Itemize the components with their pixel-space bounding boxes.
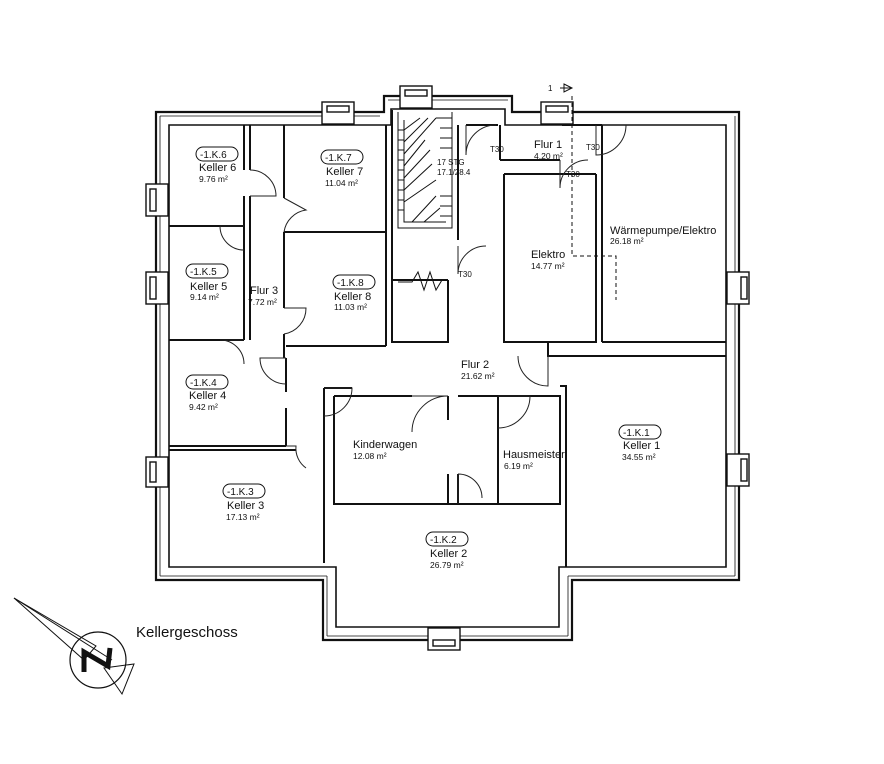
name-waermepumpe: Wärmepumpe/Elektro (610, 225, 716, 237)
door-rating-1: T30 (490, 145, 504, 154)
door-rating-4: T30 (458, 270, 472, 279)
name-flur2: Flur 2 (461, 359, 489, 371)
name-keller6: Keller 6 (199, 162, 236, 174)
name-keller3: Keller 3 (227, 500, 264, 512)
area-keller4: 9.42 m² (189, 402, 218, 412)
name-flur3: Flur 3 (250, 285, 278, 297)
section-lines (571, 96, 617, 300)
area-waermepumpe: 26.18 m² (610, 236, 644, 246)
area-keller6: 9.76 m² (199, 174, 228, 184)
tag-keller2: -1.K.2 (430, 535, 457, 546)
name-elektro: Elektro (531, 249, 565, 261)
tag-keller7: -1.K.7 (325, 153, 352, 164)
area-flur2: 21.62 m² (461, 371, 495, 381)
north-arrow-icon (13, 597, 135, 696)
tag-keller3: -1.K.3 (227, 487, 254, 498)
tag-keller6: -1.K.6 (200, 150, 227, 161)
tag-keller1: -1.K.1 (623, 428, 650, 439)
name-flur1: Flur 1 (534, 139, 562, 151)
room-tags (185, 146, 662, 547)
doors (219, 124, 627, 504)
light-wells (145, 85, 750, 651)
name-keller1: Keller 1 (623, 440, 660, 452)
tag-keller8: -1.K.8 (337, 278, 364, 289)
area-keller3: 17.13 m² (226, 512, 260, 522)
area-kinderwagen: 12.08 m² (353, 451, 387, 461)
area-keller8: 11.03 m² (334, 302, 367, 312)
name-hausmeister: Hausmeister (503, 449, 565, 461)
door-rating-2: T30 (586, 143, 600, 152)
stair-label: 17 STG (437, 158, 465, 167)
area-flur3: 7.72 m² (248, 297, 277, 307)
area-keller7: 11.04 m² (325, 178, 358, 188)
name-keller7: Keller 7 (326, 166, 363, 178)
name-keller8: Keller 8 (334, 291, 371, 303)
area-keller1: 34.55 m² (622, 452, 656, 462)
name-kinderwagen: Kinderwagen (353, 439, 417, 451)
room-labels: -1.K.6 Keller 6 9.76 m² -1.K.7 Keller 7 … (189, 139, 716, 570)
tag-keller4: -1.K.4 (190, 378, 217, 389)
tag-keller5: -1.K.5 (190, 267, 217, 278)
area-hausmeister: 6.19 m² (504, 461, 533, 471)
name-keller4: Keller 4 (189, 390, 226, 402)
staircase (397, 112, 453, 292)
area-keller5: 9.14 m² (190, 292, 219, 302)
stair-ratio: 17.1/28.4 (437, 168, 471, 177)
plan-title: Kellergeschoss (136, 624, 238, 641)
section-marker-label: 1 (548, 84, 553, 93)
door-rating-3: T30 (566, 170, 580, 179)
area-flur1: 4.20 m² (534, 151, 563, 161)
area-elektro: 14.77 m² (531, 261, 565, 271)
area-keller2: 26.79 m² (430, 560, 464, 570)
section-marker: 1 (548, 83, 574, 93)
name-keller5: Keller 5 (190, 281, 227, 293)
name-keller2: Keller 2 (430, 548, 467, 560)
